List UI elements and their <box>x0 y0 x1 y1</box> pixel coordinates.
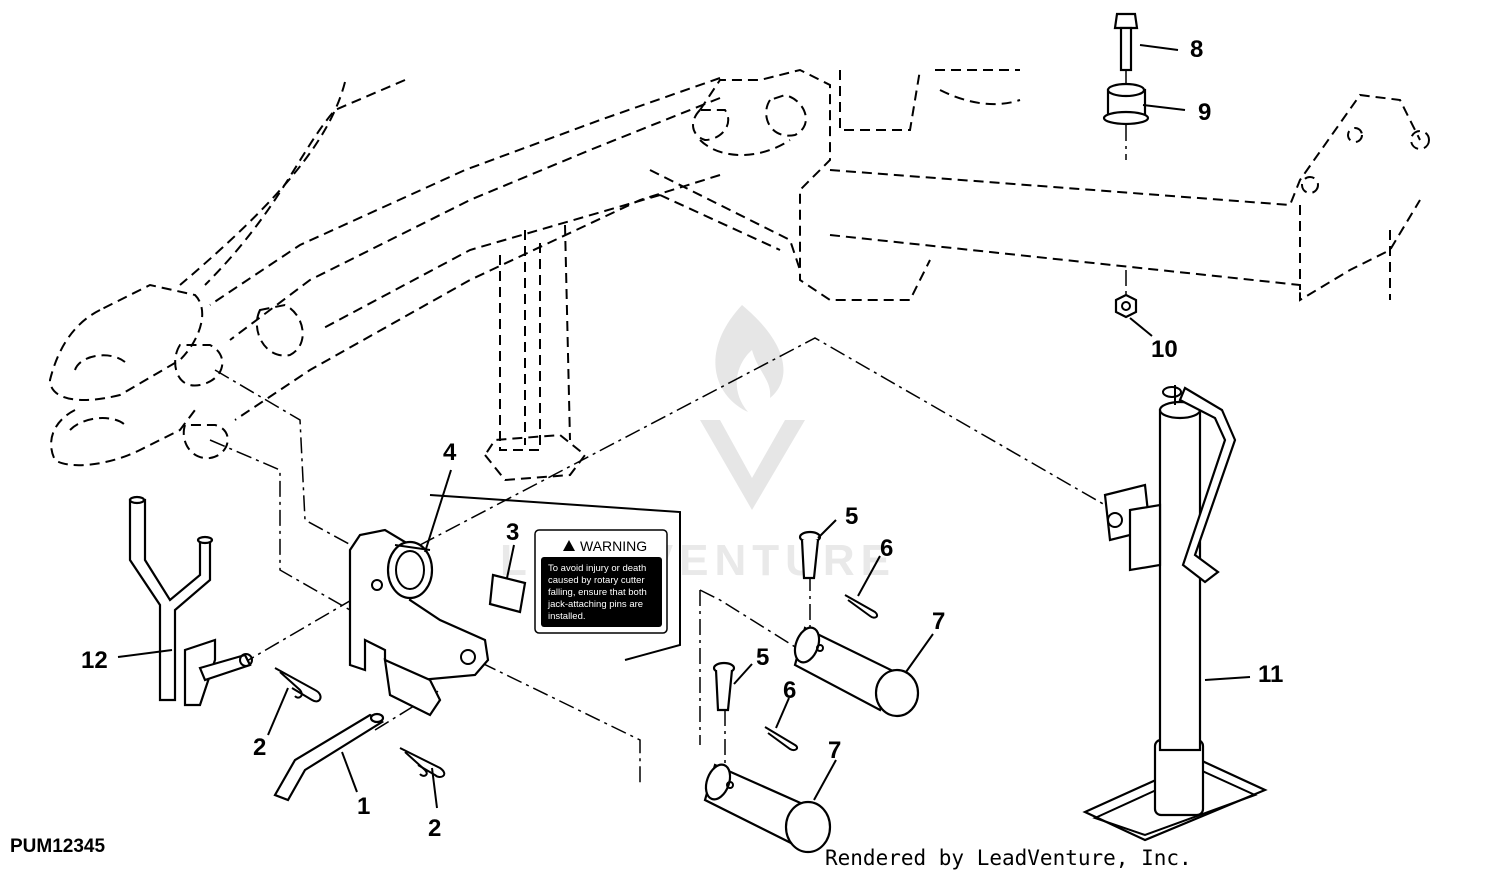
jack-pin-7-upper <box>793 626 920 718</box>
figure-id: PUM12345 <box>10 836 105 857</box>
callout-3: 3 <box>506 519 519 546</box>
render-credit: Rendered by LeadVenture, Inc. <box>825 846 1192 870</box>
warning-heading: WARNING <box>580 538 647 554</box>
callout-7: 7 <box>932 608 945 635</box>
callout-2: 2 <box>253 734 266 761</box>
warning-decal: WARNING To avoid injury or death caused … <box>429 494 681 661</box>
hairpin-clip-2-lower <box>399 747 446 778</box>
jack-stand-11 <box>1082 385 1268 842</box>
cotter-pin-6-upper <box>844 594 879 619</box>
callout-7: 7 <box>828 737 841 764</box>
bent-pin-1 <box>273 712 385 802</box>
callout-1: 1 <box>357 793 370 820</box>
cutter-frame <box>48 68 1430 482</box>
clevis-pin-5-upper <box>798 530 822 580</box>
clevis-pin-5-lower <box>712 661 736 712</box>
cotter-pin-6-lower <box>764 726 799 752</box>
callout-9: 9 <box>1198 99 1211 126</box>
jack-bracket-12 <box>128 495 253 707</box>
jack-pin-7-lower <box>703 763 832 854</box>
warning-triangle-icon <box>563 540 575 551</box>
warning-line: jack-attaching pins are <box>547 599 643 610</box>
callout-4: 4 <box>443 439 457 466</box>
warning-line: caused by rotary cutter <box>548 575 645 586</box>
warning-line: installed. <box>548 611 586 622</box>
jack-mount-4 <box>348 528 490 717</box>
callout-6: 6 <box>880 535 893 562</box>
bushing-9 <box>1102 82 1150 160</box>
callout-leaders <box>117 44 1186 809</box>
callout-6: 6 <box>783 677 796 704</box>
warning-line: falling, ensure that both <box>548 587 647 598</box>
callout-12: 12 <box>81 647 108 674</box>
callout-labels: 1 2 2 3 4 5 5 6 6 7 7 8 9 10 11 12 <box>81 36 1283 842</box>
bolt-8 <box>1113 12 1139 85</box>
callout-5: 5 <box>756 644 769 671</box>
callout-5: 5 <box>845 503 858 530</box>
warning-line: To avoid injury or death <box>548 563 646 574</box>
callout-8: 8 <box>1190 36 1203 63</box>
nut-10 <box>1114 270 1138 319</box>
decal-3 <box>488 573 527 614</box>
callout-11: 11 <box>1258 661 1283 688</box>
callout-10: 10 <box>1151 336 1178 363</box>
hairpin-clip-2-upper <box>274 667 322 703</box>
callout-2: 2 <box>428 815 441 842</box>
